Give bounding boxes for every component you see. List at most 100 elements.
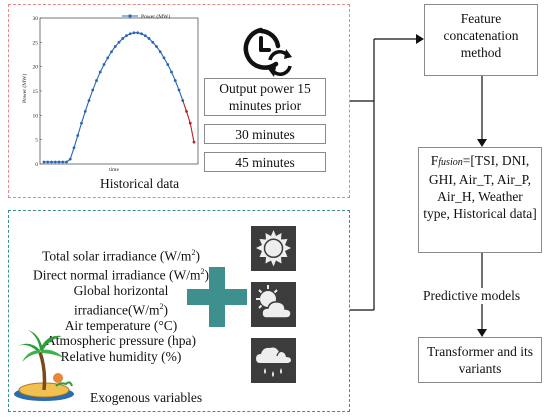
label-30-minutes: 30 minutes [235, 127, 295, 142]
exogenous-variable-item: Atmospheric pressure (hpa) [46, 333, 196, 348]
exogenous-variable-item: Direct normal irradiance (W/m2) [32, 267, 210, 283]
exogenous-variable-item: Relative humidity (%) [60, 348, 182, 364]
data-point [181, 99, 185, 102]
series-segment [95, 71, 101, 81]
exogenous-variable-item: Air temperature (°C) [64, 317, 178, 333]
data-point [170, 70, 173, 74]
historical-data-caption: Historical data [100, 176, 180, 191]
series-segment [69, 147, 75, 160]
y-tick-label: 20 [33, 65, 39, 71]
output-power-box: Output power 15 minutes prior [204, 78, 326, 116]
transformer-box: Transformer and its variants [418, 337, 542, 383]
data-point [151, 40, 155, 44]
series-segment [99, 64, 105, 73]
series-segment [77, 123, 83, 136]
data-point [53, 160, 57, 164]
fusion-prefix: F [430, 153, 439, 168]
data-point [68, 157, 72, 161]
data-point [46, 160, 50, 164]
data-point [188, 121, 192, 125]
box-45-minutes: 45 minutes [204, 152, 326, 172]
label-45-minutes: 45 minutes [235, 155, 295, 170]
y-tick-label: 25 [33, 40, 39, 46]
data-point [128, 32, 132, 36]
exogenous-variable-list: Total solar irradiance (W/m2) Direct norm… [26, 245, 216, 364]
island-palm-icon [14, 330, 74, 401]
clock-refresh-icon [243, 27, 292, 77]
transformer-label: Transformer and its variants [427, 344, 533, 376]
legend-label: Power (MW) [141, 13, 170, 20]
data-point [80, 121, 83, 125]
series-segment [73, 135, 79, 148]
data-point [72, 146, 76, 150]
series-segment [80, 111, 86, 124]
y-tick-label: 0 [35, 162, 38, 168]
series-segment [182, 100, 188, 112]
data-point [110, 50, 113, 54]
exogenous-variable-item: Global horizontal irradiance(W/m2) [73, 283, 169, 317]
data-point [192, 140, 196, 144]
data-point [106, 56, 110, 60]
data-point [121, 37, 125, 40]
partly-cloudy-icon [251, 282, 296, 327]
data-point [117, 40, 121, 44]
data-point [166, 63, 170, 66]
series-segment [178, 89, 184, 101]
data-point [95, 79, 98, 82]
fusion-subscript: fusion [438, 157, 463, 168]
data-point [162, 56, 166, 60]
data-point [132, 31, 136, 35]
exogenous-variables-region [8, 210, 350, 412]
output-power-label: Output power 15 minutes prior [219, 81, 311, 113]
historical-data-region [8, 4, 350, 198]
data-point [147, 37, 151, 40]
data-point [91, 88, 95, 92]
y-tick-label: 30 [33, 16, 39, 22]
data-point [185, 109, 188, 113]
series-segment [185, 111, 191, 124]
fusion-feature-list: =[TSI, DNI, GHI, Air_T, Air_P, Air_H, We… [423, 153, 537, 221]
data-point [83, 109, 87, 113]
series-segment [170, 71, 176, 81]
fusion-features-box: Ffusion=[TSI, DNI, GHI, Air_T, Air_P, Ai… [418, 147, 542, 253]
data-point [65, 160, 68, 164]
rain-cloud-icon [251, 338, 296, 383]
plus-icon [187, 267, 247, 327]
chart-ylabel: Power (MW) [21, 74, 28, 103]
data-point [50, 160, 53, 164]
box-30-minutes: 30 minutes [204, 124, 326, 144]
y-tick-label: 15 [33, 89, 39, 95]
data-point [155, 45, 158, 48]
data-point [125, 34, 128, 38]
feature-concatenation-box: Feature concatenation method [424, 4, 538, 76]
feature-concatenation-label: Feature concatenation method [443, 11, 519, 60]
data-point [57, 160, 61, 164]
data-point [113, 45, 117, 48]
data-point [42, 160, 46, 164]
series-segment [167, 64, 172, 73]
power-chart: 0 5 10 15 20 25 30 Power (MW) Power (MW) time [21, 13, 199, 173]
data-point [173, 79, 177, 82]
series-segment [189, 123, 195, 143]
data-point [87, 99, 91, 102]
data-point [98, 70, 102, 74]
exogenous-variable-item: Total solar irradiance (W/m2) [42, 248, 200, 264]
data-point [136, 31, 140, 35]
predictive-models-label: Predictive models [423, 288, 521, 303]
y-tick-label: 5 [35, 138, 38, 144]
data-point [177, 88, 181, 92]
series-segment [84, 100, 90, 112]
data-point [140, 32, 143, 36]
exogenous-variables-caption: Exogenous variables [90, 390, 203, 405]
chart-legend: Power (MW) [122, 13, 170, 20]
series-segment [92, 80, 98, 91]
sun-icon [251, 226, 296, 271]
data-point [102, 63, 106, 66]
y-tick-label: 10 [33, 113, 39, 119]
data-point [158, 50, 162, 54]
series-segment [88, 89, 94, 101]
chart-xlabel: time [109, 167, 119, 173]
series-segment [174, 80, 180, 91]
data-point [143, 34, 147, 38]
